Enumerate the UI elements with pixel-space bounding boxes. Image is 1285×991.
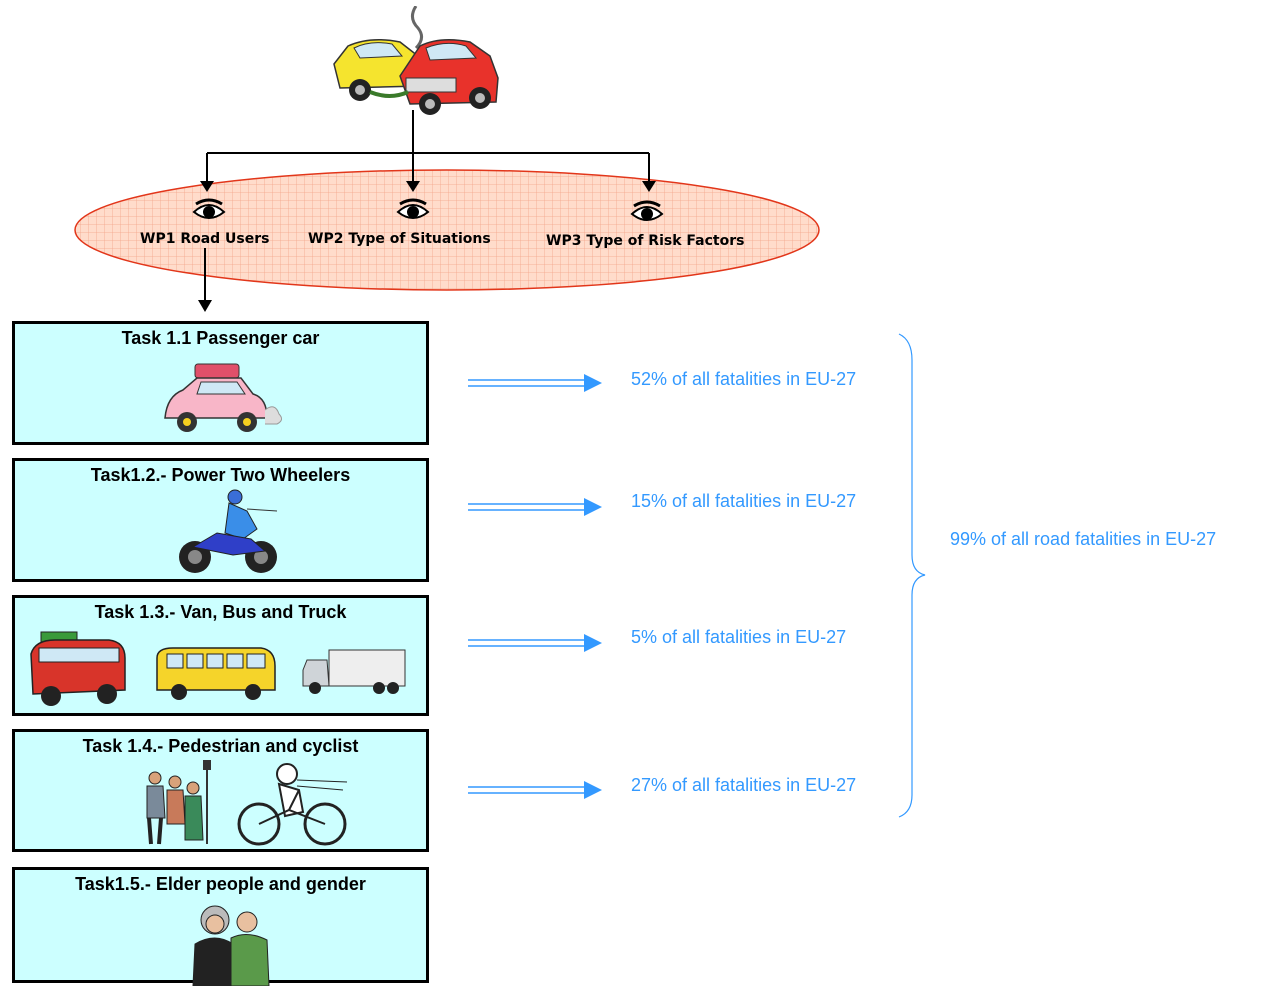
task-box-1-3: Task 1.3.- Van, Bus and Truck — [12, 595, 429, 716]
blue-double-arrow — [468, 781, 602, 799]
stat-passenger-car: 52% of all fatalities in EU-27 — [631, 369, 857, 389]
motorcyclist-icon — [173, 489, 283, 577]
stat-pedestrian-cyclist: 27% of all fatalities in EU-27 — [631, 775, 857, 795]
blue-double-arrow — [468, 374, 602, 392]
tree-arrowheads — [198, 181, 656, 312]
truck-icon — [301, 648, 407, 698]
task-title: Task 1.4.- Pedestrian and cyclist — [82, 736, 359, 756]
bus-icon — [153, 646, 277, 704]
task-title: Task1.2.- Power Two Wheelers — [90, 465, 351, 485]
task-title: Task1.5.- Elder people and gender — [75, 874, 366, 894]
task-box-1-5: Task1.5.- Elder people and gender — [12, 867, 429, 987]
work-package-ellipse — [74, 169, 820, 291]
task-box-1-2: Task1.2.- Power Two Wheelers — [12, 458, 429, 582]
passenger-car-icon — [161, 362, 286, 440]
wp2-label: WP2 Type of Situations — [308, 231, 491, 247]
blue-double-arrow — [468, 634, 602, 652]
blue-double-arrow — [468, 498, 602, 516]
car-crash-icon — [330, 5, 502, 116]
stat-van-bus-truck: 5% of all fatalities in EU-27 — [631, 627, 847, 647]
tree-connector-lines — [204, 110, 650, 302]
task-box-1-4: Task 1.4.- Pedestrian and cyclist — [12, 729, 429, 852]
blue-arrows — [468, 374, 602, 799]
eye-icon — [396, 198, 430, 224]
pedestrians-icon — [139, 760, 215, 848]
elderly-couple-icon — [185, 902, 275, 987]
task-title: Task 1.3.- Van, Bus and Truck — [94, 602, 347, 622]
eye-icon — [192, 198, 226, 224]
wp3-label: WP3 Type of Risk Factors — [546, 233, 745, 249]
cyclist-icon — [235, 760, 351, 848]
task-title: Task 1.1 Passenger car — [121, 328, 320, 348]
curly-brace — [898, 333, 926, 818]
van-icon — [25, 624, 133, 712]
stat-power-two-wheelers: 15% of all fatalities in EU-27 — [631, 491, 857, 511]
wp1-label: WP1 Road Users — [140, 231, 270, 247]
eye-icon — [630, 200, 664, 226]
task-box-1-1: Task 1.1 Passenger car — [12, 321, 429, 445]
stat-total: 99% of all road fatalities in EU-27 — [950, 529, 1217, 549]
